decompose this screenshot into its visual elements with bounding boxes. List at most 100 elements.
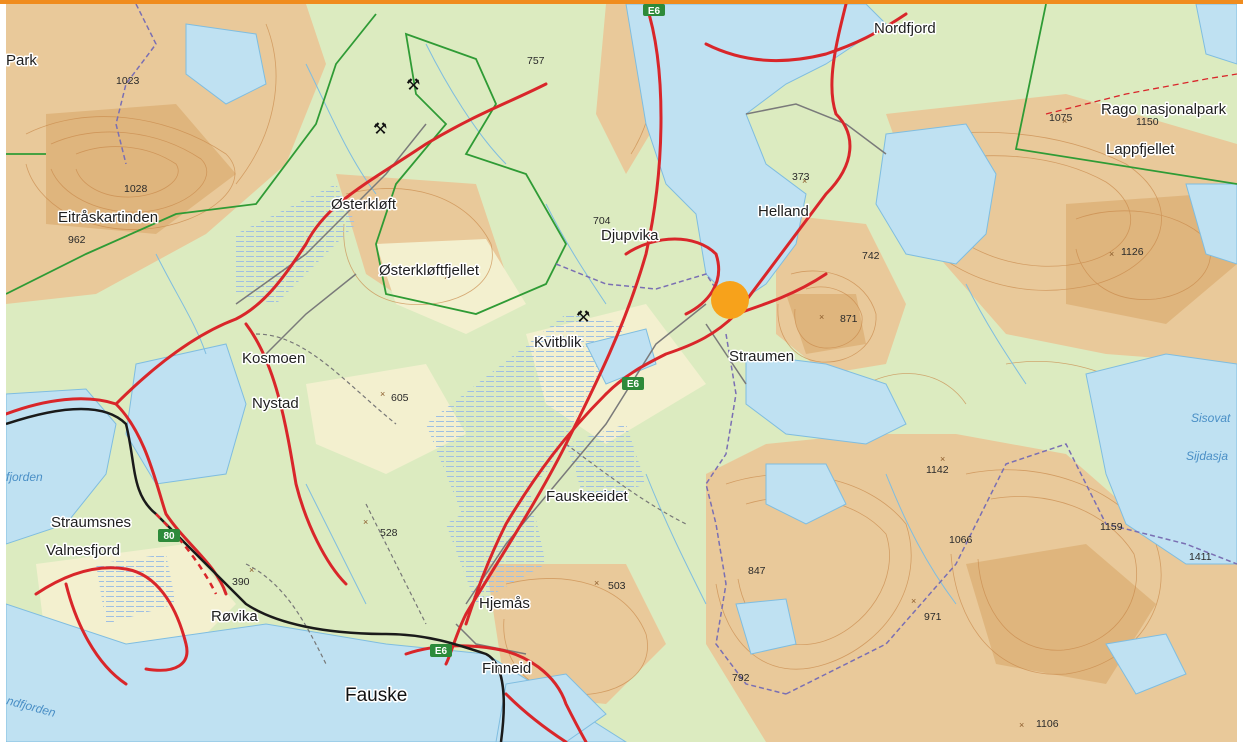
svg-text:×: × — [1062, 116, 1067, 126]
lake-finneid — [495, 673, 607, 742]
svg-text:Fauskeeidet: Fauskeeidet — [546, 488, 629, 505]
svg-text:1028: 1028 — [124, 183, 148, 195]
svg-text:×: × — [249, 565, 254, 575]
svg-text:Hjemås: Hjemås — [479, 595, 530, 612]
svg-text:757: 757 — [527, 55, 545, 67]
contour-lines — [25, 23, 1211, 696]
svg-text:1150: 1150 — [1136, 116, 1159, 128]
svg-text:Lappfjellet: Lappfjellet — [1106, 141, 1175, 158]
svg-text:E6: E6 — [435, 646, 448, 657]
svg-text:1411: 1411 — [1189, 551, 1212, 563]
svg-text:528: 528 — [380, 527, 398, 539]
svg-text:Straumen: Straumen — [729, 348, 794, 365]
road-south — [504, 692, 568, 742]
svg-text:Østerkløft: Østerkløft — [331, 196, 397, 213]
svg-text:962: 962 — [68, 234, 86, 246]
road-djupvika — [624, 237, 721, 316]
svg-text:E6: E6 — [648, 6, 661, 17]
railway — [6, 407, 505, 742]
municipal-borders — [115, 4, 1237, 695]
map-canvas[interactable]: E6 E6 E6 80 ⚒ ⚒ ⚒ × × × × — [6, 4, 1237, 742]
road-valley — [244, 322, 348, 586]
location-marker-icon[interactable] — [711, 281, 749, 319]
svg-text:1023: 1023 — [116, 75, 140, 87]
lake-sisovatnet — [1085, 353, 1237, 565]
road-e6 — [444, 4, 663, 666]
svg-text:×: × — [819, 312, 824, 322]
svg-text:971: 971 — [924, 611, 942, 623]
svg-text:1066: 1066 — [949, 534, 973, 546]
svg-text:fjorden: fjorden — [6, 470, 43, 484]
svg-text:1126: 1126 — [1121, 246, 1144, 258]
svg-text:871: 871 — [840, 313, 858, 325]
lake-upper-right — [1195, 4, 1237, 65]
svg-text:1159: 1159 — [1100, 521, 1123, 533]
place-labels: Nordfjord Eitråskartinden Østerkløft Øst… — [6, 19, 1228, 708]
lake-nw — [185, 23, 267, 105]
svg-text:×: × — [1109, 249, 1114, 259]
svg-text:⚒: ⚒ — [373, 121, 387, 138]
svg-text:Rago nasjonalpark: Rago nasjonalpark — [1101, 101, 1227, 118]
svg-text:⚒: ⚒ — [576, 309, 590, 326]
svg-text:605: 605 — [391, 392, 409, 404]
main-roads — [6, 4, 908, 742]
svg-text:Sijdasja: Sijdasja — [1186, 449, 1228, 463]
svg-text:Kosmoen: Kosmoen — [242, 350, 305, 367]
lake-south — [735, 598, 797, 655]
water-bodies — [6, 4, 1237, 742]
svg-text:×: × — [940, 454, 945, 464]
svg-text:Røvika: Røvika — [211, 608, 258, 625]
svg-text:×: × — [363, 517, 368, 527]
svg-text:Eitråskartinden: Eitråskartinden — [58, 209, 158, 226]
lake-sw-east — [1105, 633, 1187, 695]
svg-text:×: × — [1019, 720, 1024, 730]
svg-text:Kvitblik: Kvitblik — [534, 334, 582, 351]
svg-text:×: × — [802, 176, 807, 186]
svg-text:Finneid: Finneid — [482, 660, 531, 677]
svg-text:390: 390 — [232, 576, 250, 588]
svg-text:×: × — [444, 272, 449, 282]
svg-text:742: 742 — [862, 250, 880, 262]
svg-text:Østerkløftfjellet: Østerkløftfjellet — [379, 262, 480, 279]
svg-text:Nordfjord: Nordfjord — [874, 20, 936, 37]
svg-text:Fauske: Fauske — [345, 685, 407, 706]
park-boundary-dashed — [1045, 73, 1237, 115]
elevation-labels: 1023 1028 962 757 704 373 742 871 605 52… — [68, 55, 1212, 730]
streams — [155, 43, 1027, 605]
road-straumsnes — [34, 566, 189, 672]
peak-markers: ×× ×× ×× ×× ×× ×× — [249, 116, 1114, 730]
svg-text:Sisovat: Sisovat — [1191, 411, 1231, 425]
svg-text:1075: 1075 — [1049, 112, 1073, 124]
svg-text:704: 704 — [593, 215, 611, 227]
lake-east-north — [875, 123, 997, 265]
svg-text:⚒: ⚒ — [406, 77, 420, 94]
lake-mid-right — [1185, 183, 1237, 265]
road-straumsnes-loop — [64, 582, 128, 686]
road-shield-e6-top: E6 — [643, 4, 665, 17]
svg-text:×: × — [911, 596, 916, 606]
road-shield-e6-middle: E6 — [622, 377, 644, 390]
mine-icon: ⚒ ⚒ ⚒ — [373, 77, 590, 326]
svg-text:503: 503 — [608, 580, 626, 592]
svg-text:×: × — [594, 578, 599, 588]
svg-text:Valnesfjord: Valnesfjord — [46, 542, 120, 559]
road-shield-80: 80 — [158, 529, 180, 542]
lake-straumen — [745, 353, 907, 445]
fjord-west — [6, 388, 117, 545]
svg-text:Straumsnes: Straumsnes — [51, 514, 131, 531]
lake-south-central — [765, 463, 847, 525]
svg-text:Djupvika: Djupvika — [601, 227, 659, 244]
svg-text:Helland: Helland — [758, 203, 809, 220]
svg-text:E6: E6 — [627, 379, 640, 390]
road-nordfjord — [704, 12, 908, 63]
svg-text:792: 792 — [732, 672, 750, 684]
topographic-map[interactable]: E6 E6 E6 80 ⚒ ⚒ ⚒ × × × × — [6, 4, 1237, 742]
national-park-borders — [6, 4, 1237, 315]
svg-text:80: 80 — [163, 531, 175, 542]
svg-text:1142: 1142 — [926, 464, 949, 476]
top-accent-bar — [0, 0, 1243, 4]
svg-text:Park: Park — [6, 52, 37, 69]
svg-text:1106: 1106 — [1036, 718, 1059, 730]
road-shield-e6-bottom: E6 — [430, 644, 452, 657]
